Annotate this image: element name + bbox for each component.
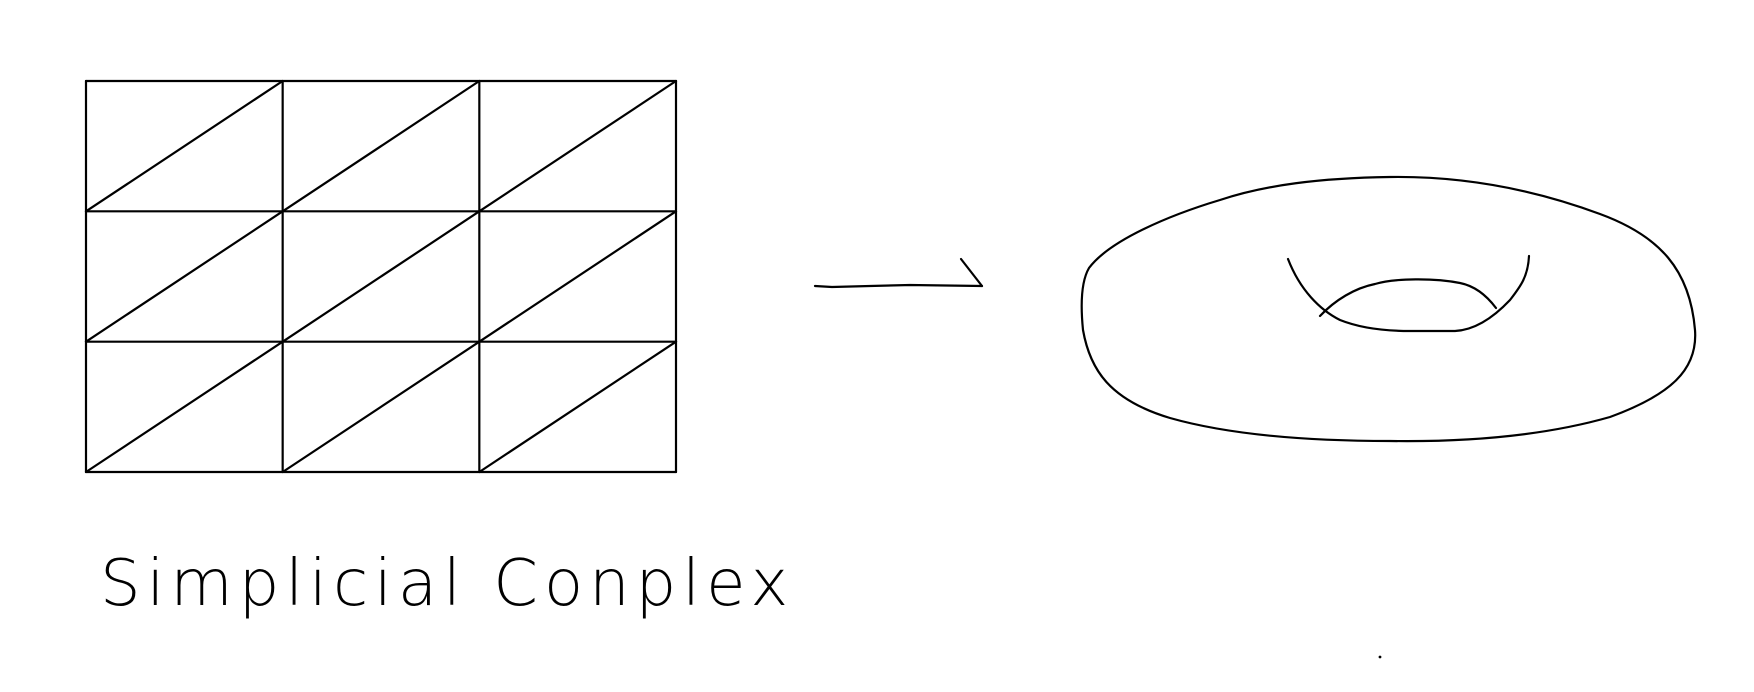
grid-diagonal-edge bbox=[478, 340, 678, 474]
grid-diagonal-edge bbox=[478, 210, 678, 343]
caption-label: Simplicial Conplex bbox=[100, 547, 794, 621]
stray-dot bbox=[1378, 655, 1382, 659]
torus-outer-outline bbox=[1080, 175, 1697, 443]
grid-diagonal-edge bbox=[281, 340, 481, 474]
grid-diagonal-edge bbox=[84, 79, 284, 213]
simplicial-complex-grid bbox=[84, 79, 678, 474]
grid-diagonal-edge bbox=[281, 79, 481, 213]
grid-diagonal-edge bbox=[84, 340, 284, 474]
grid-diagonal-edge bbox=[478, 79, 678, 213]
torus-drawing bbox=[1080, 175, 1697, 443]
grid-diagonal-edge bbox=[281, 210, 481, 343]
map-arrow bbox=[813, 257, 984, 289]
torus-hole-bottom bbox=[1286, 254, 1531, 333]
arrow-head bbox=[959, 257, 984, 288]
arrow-shaft bbox=[813, 283, 984, 289]
grid-diagonal-edge bbox=[84, 210, 284, 343]
torus-hole-top bbox=[1318, 278, 1498, 318]
